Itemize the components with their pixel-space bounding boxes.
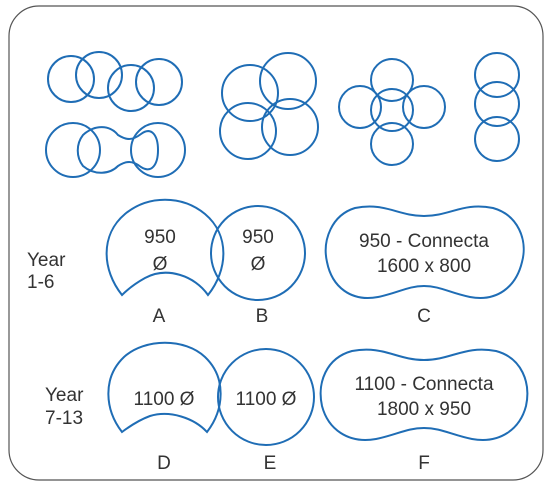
table-f-dimensions: 1800 x 950 (377, 399, 471, 420)
arrangement-crescent-row (47, 51, 183, 112)
group-label-range: 7-13 (45, 408, 83, 429)
table-shape-d (107, 341, 222, 434)
table-c-dimensions: 1600 x 800 (377, 256, 471, 277)
table-a-letter: A (153, 306, 166, 327)
table-b-size: 950 (242, 227, 274, 248)
table-e-label: 1100 Ø (236, 389, 297, 410)
table-a-symbol: Ø (153, 254, 168, 275)
table-f-title: 1100 - Connecta (354, 374, 494, 395)
arrangement-circle-cluster (219, 52, 319, 160)
table-shape-f (319, 348, 529, 441)
arrangement-flower (338, 58, 446, 166)
table-c-letter: C (417, 306, 431, 327)
table-shape-a (105, 198, 225, 297)
table-e-letter: E (264, 453, 277, 474)
table-d-label: 1100 Ø (134, 389, 195, 410)
table-shape-c (324, 205, 525, 299)
group-label-year: Year (45, 385, 84, 406)
table-shape-b (210, 205, 306, 301)
arrangement-vertical-stack (474, 52, 520, 162)
table-b-letter: B (256, 306, 269, 327)
group-label-range: 1-6 (27, 272, 54, 293)
table-b-symbol: Ø (251, 254, 266, 275)
arrangement-connecta-row (45, 122, 186, 178)
diagram-frame (8, 5, 544, 481)
table-a-size: 950 (144, 227, 176, 248)
group-label-year: Year (27, 250, 66, 271)
table-c-title: 950 - Connecta (359, 231, 489, 252)
table-f-letter: F (418, 453, 430, 474)
table-shape-e (217, 348, 315, 446)
table-d-letter: D (157, 453, 171, 474)
